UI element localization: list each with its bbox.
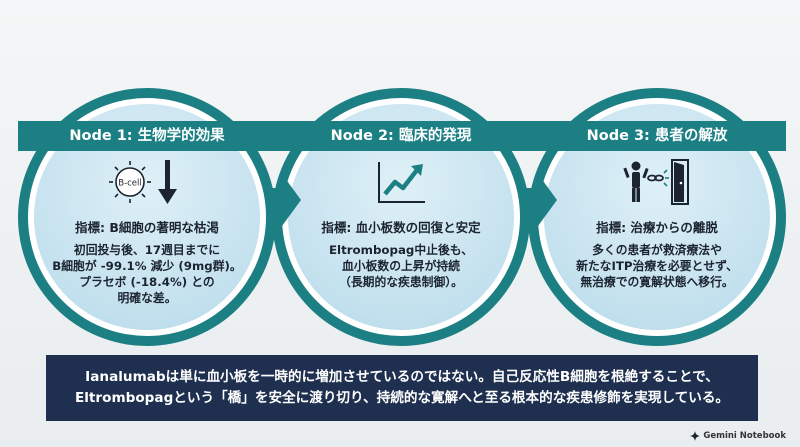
- summary-line-2: Eltrombopagという「橋」を安全に渡り切り、持続的な寛解へと至る根本的な…: [74, 390, 730, 406]
- node-3-line: 多くの患者が救済療法や: [592, 243, 722, 257]
- node-1-line: B細胞が -99.1% 減少 (9mg群)。: [52, 259, 242, 273]
- node-1-description: 初回投与後、17週目までに B細胞が -99.1% 減少 (9mg群)。 プラセ…: [42, 242, 252, 306]
- node-1-label: Node 1: 生物学的効果: [18, 121, 276, 151]
- node-2-circle: Node 2: 臨床的発現 指標: 血小板数の回復と安定 Eltrombopag…: [272, 88, 530, 346]
- node-1-indicator: 指標: B細胞の著明な枯渇: [75, 220, 219, 235]
- node-3-description: 多くの患者が救済療法や 新たなITP治療を必要とせず、 無治療での寛解状態へ移行…: [552, 242, 762, 290]
- node-3-circle: Node 3: 患者の解放: [528, 88, 786, 346]
- node-1-line: プラセボ (-18.4%) との: [79, 275, 215, 289]
- arrow-right-icon: [522, 174, 557, 226]
- arrow-right-icon: [266, 174, 301, 226]
- node-2-line: 血小板数の上昇が持続: [342, 259, 460, 273]
- brand-name: Gemini Notebook: [703, 431, 786, 441]
- node-2-label: Node 2: 臨床的発現: [272, 121, 530, 151]
- node-3-indicator: 指標: 治療からの離脱: [596, 220, 718, 235]
- b-cell-down-arrow-icon: B-cell: [18, 156, 276, 208]
- node-2-indicator: 指標: 血小板数の回復と安定: [321, 220, 481, 235]
- node-2-line: Eltrombopag中止後も、: [329, 243, 473, 257]
- node-2-description: Eltrombopag中止後も、 血小板数の上昇が持続 （長期的な疾患制御）。: [296, 242, 506, 290]
- node-3-label: Node 3: 患者の解放: [528, 121, 786, 151]
- node-1-line: 明確な差。: [117, 291, 177, 305]
- node-3-line: 新たなITP治療を必要とせず、: [576, 259, 738, 273]
- rising-chart-icon: [272, 156, 530, 208]
- summary-line-1: Ianalumabは単に血小板を一時的に増加させているのではない。自己反応性B細…: [85, 369, 719, 385]
- summary-banner: Ianalumabは単に血小板を一時的に増加させているのではない。自己反応性B細…: [46, 355, 758, 421]
- node-2-line: （長期的な疾患制御）。: [339, 275, 463, 289]
- node-1-line: 初回投与後、17週目までに: [73, 243, 221, 257]
- gemini-logo-icon: [690, 431, 701, 441]
- broken-chain-door-icon: [528, 156, 786, 208]
- node-3-line: 無治療での寛解状態へ移行。: [580, 275, 734, 289]
- node-1-circle: Node 1: 生物学的効果 B-cell: [18, 88, 276, 346]
- brand-mark: Gemini Notebook: [690, 431, 786, 441]
- b-cell-text: B-cell: [118, 179, 142, 189]
